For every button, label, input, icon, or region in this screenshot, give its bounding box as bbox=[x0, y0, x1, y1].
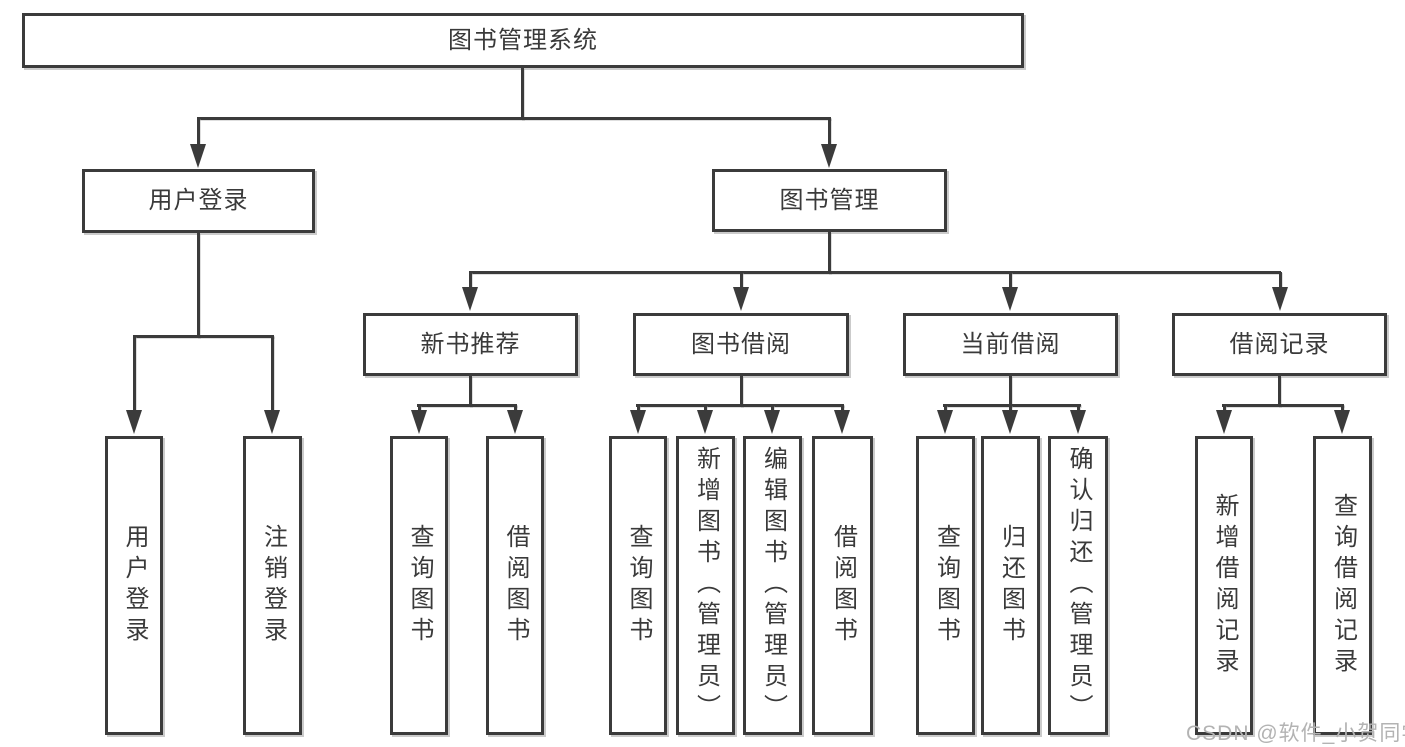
arrow-down-icon bbox=[834, 410, 850, 434]
connector-stem-current-borrowing bbox=[1008, 376, 1012, 407]
node-label-borrowing-records: 借阅记录 bbox=[1229, 330, 1330, 358]
connector-arrow-shaft bbox=[636, 405, 640, 412]
node-label-book-borrowing: 图书借阅 bbox=[691, 330, 791, 358]
connector-arrow-shaft bbox=[1222, 405, 1226, 412]
node-query-books-recommend: 查询图书 bbox=[390, 436, 448, 735]
connector-arrow-shaft bbox=[1278, 272, 1282, 289]
connector-bar-user-login-group bbox=[133, 334, 274, 338]
connector-arrow-shaft bbox=[196, 118, 200, 146]
node-add-books-admin: 新增图书（管理员） bbox=[676, 436, 735, 735]
arrow-down-icon bbox=[264, 410, 280, 434]
arrow-down-icon bbox=[190, 144, 206, 168]
node-add-borrow-record: 新增借阅记录 bbox=[1195, 436, 1253, 735]
arrow-down-icon bbox=[1334, 410, 1350, 434]
node-query-borrow-record: 查询借阅记录 bbox=[1313, 436, 1372, 735]
node-logout: 注销登录 bbox=[243, 436, 302, 735]
node-label-query-borrow-record: 查询借阅记录 bbox=[1329, 492, 1357, 679]
connector-arrow-shaft bbox=[739, 272, 743, 289]
node-label-query-books-current: 查询图书 bbox=[932, 523, 960, 648]
arrow-down-icon bbox=[126, 410, 142, 434]
node-borrow-books-recommend: 借阅图书 bbox=[486, 436, 544, 735]
connector-stem-root bbox=[520, 68, 524, 120]
connector-arrow-shaft bbox=[1076, 405, 1080, 412]
node-query-books-borrowing: 查询图书 bbox=[609, 436, 667, 735]
connector-stem-new-book-recommend bbox=[468, 376, 472, 407]
connector-stem-borrowing-records bbox=[1277, 376, 1281, 407]
node-root: 图书管理系统 bbox=[22, 13, 1024, 68]
node-borrow-books-borrowing: 借阅图书 bbox=[812, 436, 873, 735]
connector-arrow-shaft bbox=[132, 336, 136, 412]
node-edit-books-admin: 编辑图书（管理员） bbox=[743, 436, 802, 735]
node-label-user-login-group: 用户登录 bbox=[148, 187, 249, 214]
connector-arrow-shaft bbox=[1340, 405, 1344, 412]
node-label-book-management: 图书管理 bbox=[779, 186, 880, 214]
connector-arrow-shaft bbox=[513, 405, 517, 412]
connector-arrow-shaft bbox=[770, 405, 774, 412]
node-book-borrowing: 图书借阅 bbox=[633, 313, 849, 376]
node-book-management: 图书管理 bbox=[712, 169, 947, 232]
connector-bar-book-management bbox=[469, 270, 1281, 274]
node-label-return-books: 归还图书 bbox=[997, 523, 1025, 648]
connector-arrow-shaft bbox=[703, 405, 707, 412]
watermark-text: CSDN @软件_小贺同学 bbox=[1186, 722, 1405, 745]
node-new-book-recommend: 新书推荐 bbox=[363, 313, 578, 376]
connector-stem-book-management bbox=[827, 232, 831, 274]
node-user-login-group: 用户登录 bbox=[82, 169, 315, 233]
connector-arrow-shaft bbox=[468, 272, 472, 289]
connector-bar-current-borrowing bbox=[943, 403, 1081, 407]
connector-arrow-shaft bbox=[270, 336, 274, 412]
node-confirm-return-admin: 确认归还（管理员） bbox=[1048, 436, 1108, 735]
arrow-down-icon bbox=[1070, 410, 1086, 434]
arrow-down-icon bbox=[1216, 410, 1232, 434]
connector-arrow-shaft bbox=[1008, 405, 1012, 412]
arrow-down-icon bbox=[764, 410, 780, 434]
connector-bar-book-borrowing bbox=[636, 403, 844, 407]
connector-arrow-shaft bbox=[1008, 272, 1012, 289]
node-label-current-borrowing: 当前借阅 bbox=[960, 330, 1061, 358]
connector-arrow-shaft bbox=[827, 118, 831, 146]
connector-bar-root bbox=[197, 116, 831, 120]
node-label-root: 图书管理系统 bbox=[448, 26, 598, 54]
node-label-user-login: 用户登录 bbox=[121, 523, 148, 648]
connector-arrow-shaft bbox=[840, 405, 844, 412]
node-label-confirm-return-admin: 确认归还（管理员） bbox=[1065, 446, 1092, 725]
node-label-query-books-borrowing: 查询图书 bbox=[625, 523, 652, 648]
arrow-down-icon bbox=[630, 410, 646, 434]
arrow-down-icon bbox=[937, 410, 953, 434]
connector-arrow-shaft bbox=[417, 405, 421, 412]
node-label-query-books-recommend: 查询图书 bbox=[406, 523, 433, 648]
node-label-add-books-admin: 新增图书（管理员） bbox=[692, 446, 720, 725]
arrow-down-icon bbox=[821, 144, 837, 168]
arrow-down-icon bbox=[1002, 287, 1018, 311]
node-label-add-borrow-record: 新增借阅记录 bbox=[1211, 492, 1238, 679]
connector-bar-new-book-recommend bbox=[417, 403, 517, 407]
connector-stem-book-borrowing bbox=[739, 376, 743, 407]
arrow-down-icon bbox=[1002, 410, 1018, 434]
node-borrowing-records: 借阅记录 bbox=[1172, 313, 1387, 376]
arrow-down-icon bbox=[1272, 287, 1288, 311]
arrow-down-icon bbox=[462, 287, 478, 311]
node-user-login: 用户登录 bbox=[105, 436, 163, 735]
node-return-books: 归还图书 bbox=[981, 436, 1040, 735]
connector-stem-user-login-group bbox=[196, 233, 200, 338]
node-current-borrowing: 当前借阅 bbox=[903, 313, 1118, 376]
node-label-new-book-recommend: 新书推荐 bbox=[420, 330, 521, 358]
node-label-logout: 注销登录 bbox=[259, 523, 287, 648]
node-query-books-current: 查询图书 bbox=[916, 436, 975, 735]
node-label-edit-books-admin: 编辑图书（管理员） bbox=[759, 446, 787, 725]
arrow-down-icon bbox=[507, 410, 523, 434]
arrow-down-icon bbox=[411, 410, 427, 434]
connector-arrow-shaft bbox=[943, 405, 947, 412]
arrow-down-icon bbox=[733, 287, 749, 311]
connector-bar-borrowing-records bbox=[1222, 403, 1344, 407]
arrow-down-icon bbox=[697, 410, 713, 434]
node-label-borrow-books-borrowing: 借阅图书 bbox=[829, 523, 857, 648]
node-label-borrow-books-recommend: 借阅图书 bbox=[502, 523, 529, 648]
